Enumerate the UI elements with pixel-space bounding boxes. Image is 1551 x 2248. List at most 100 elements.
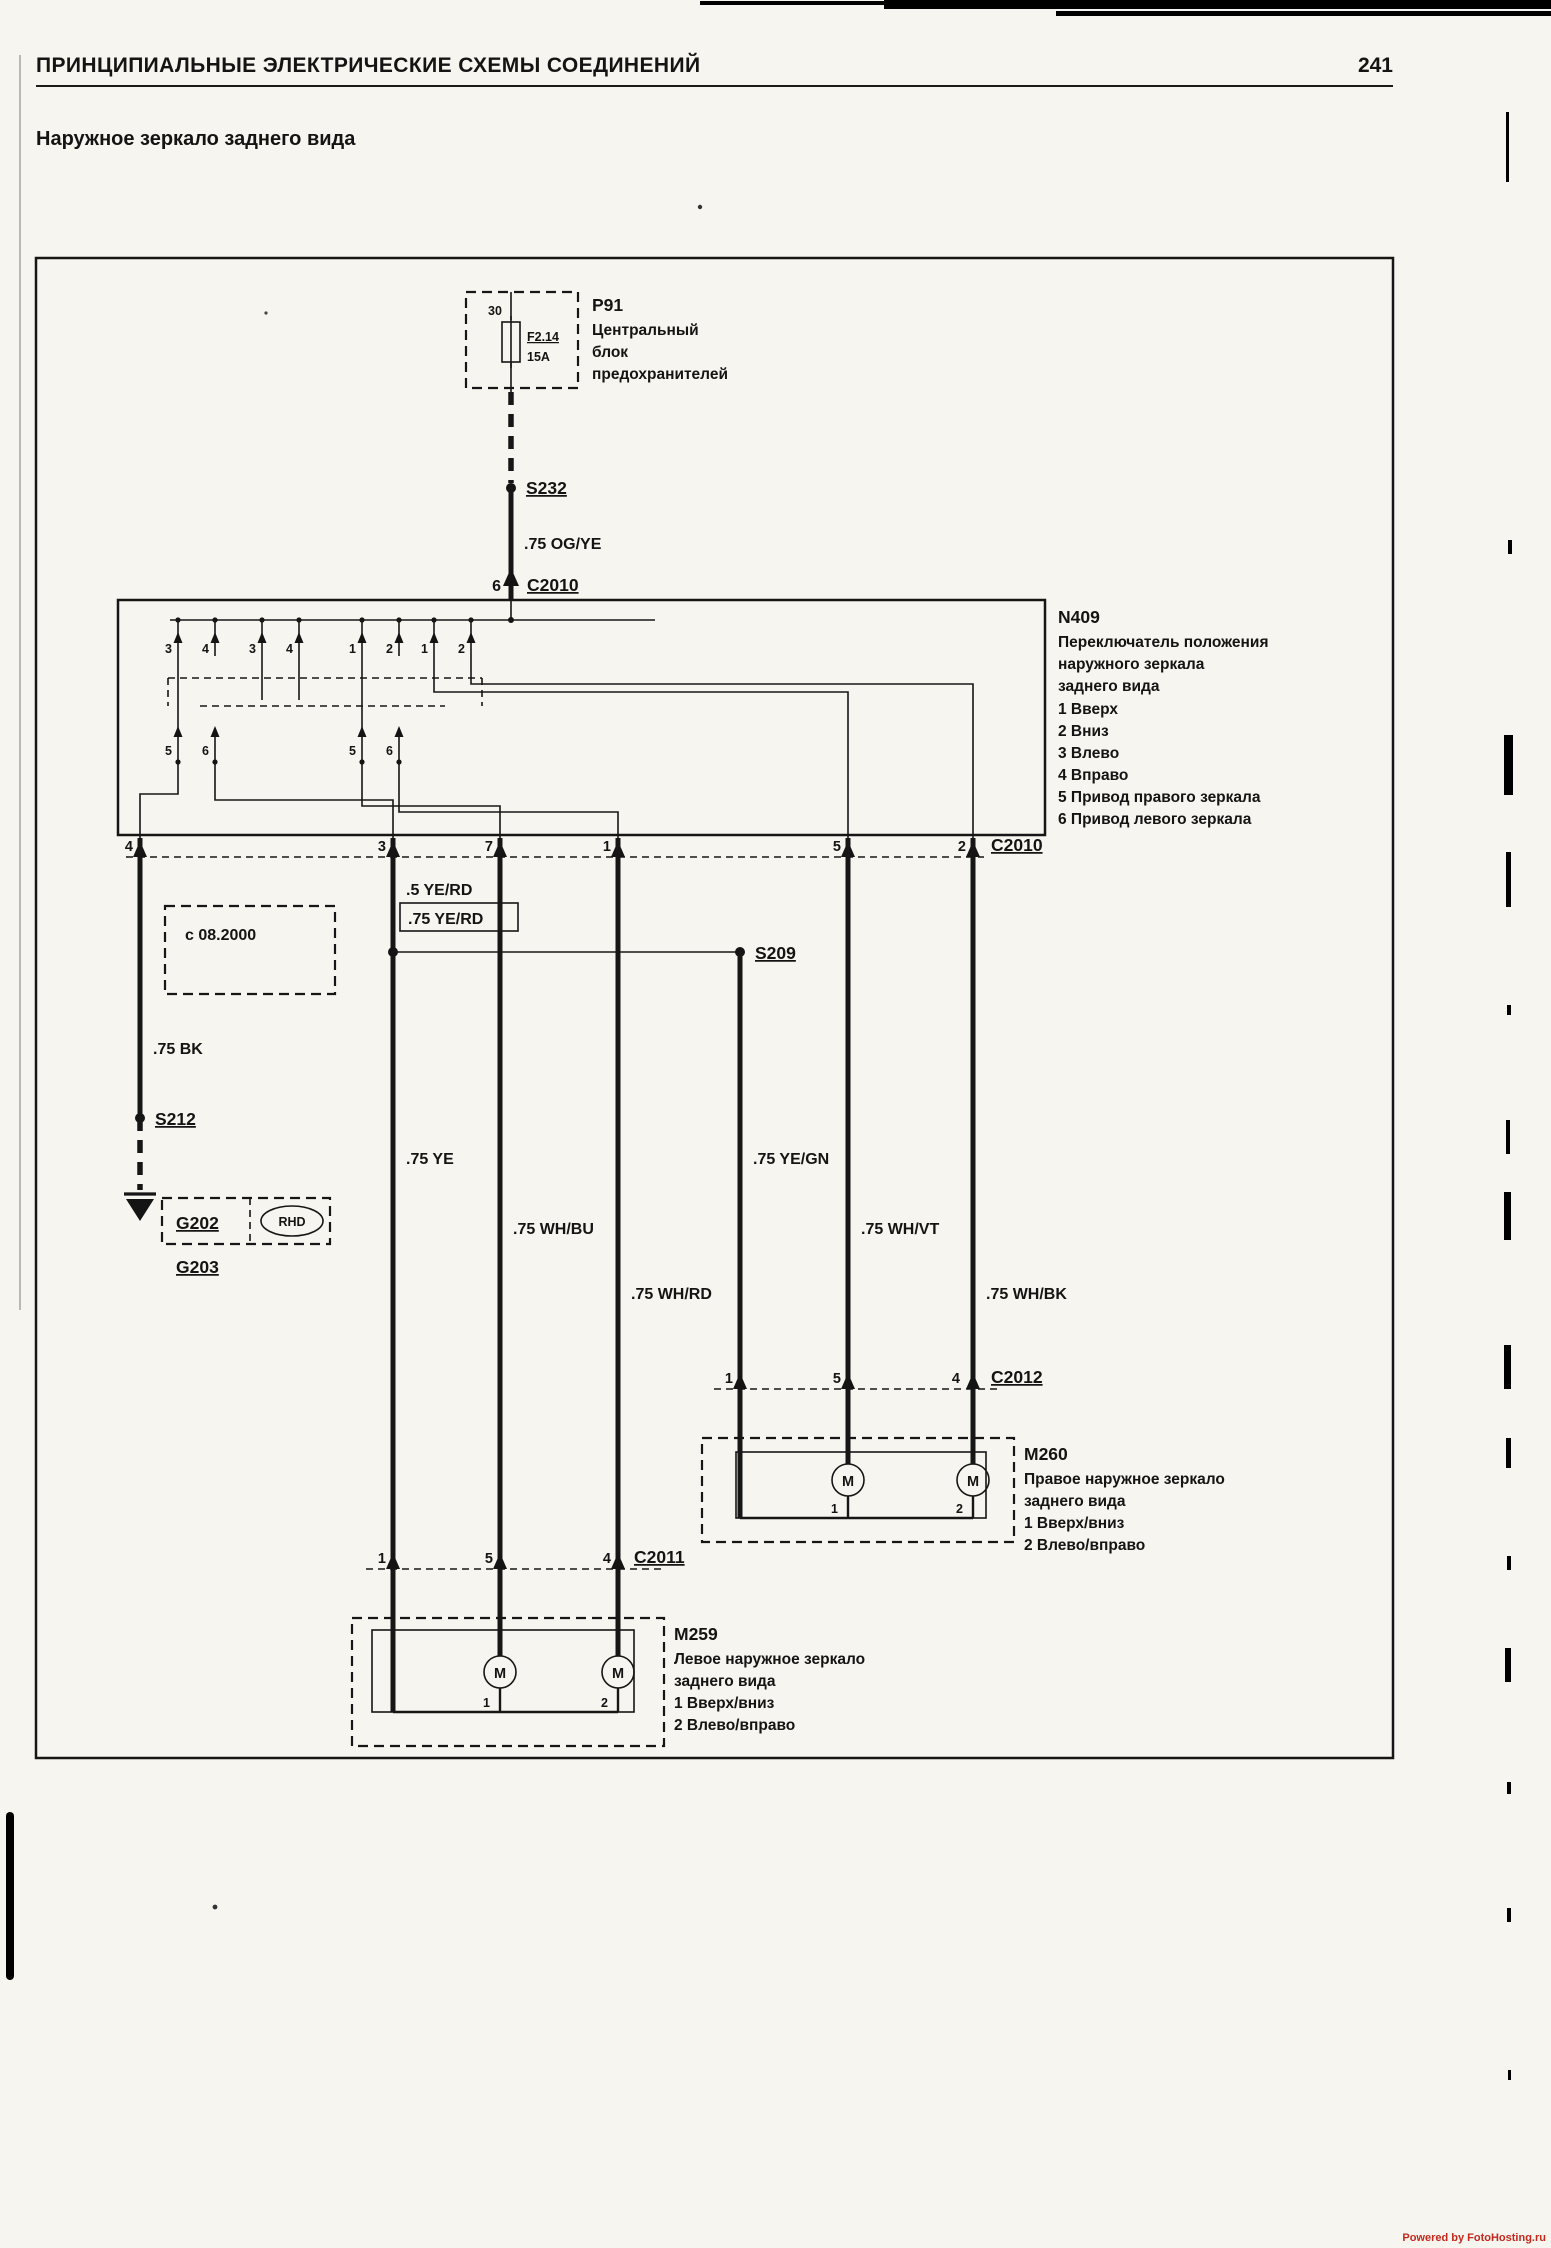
note-label: с 08.2000 <box>185 927 256 944</box>
wire-label-wh-bu: .75 WH/BU <box>513 1221 594 1238</box>
ground-triangle-icon <box>126 1199 154 1221</box>
scan-specks <box>212 204 703 1910</box>
ground-g202-g203: G202 RHD G203 <box>160 1196 332 1277</box>
switch-outline <box>116 598 1047 837</box>
switch-n409: 3 4 3 4 1 2 1 2 <box>116 598 1269 838</box>
connector-arrow-icon <box>966 1373 980 1389</box>
contact-arrow-icon <box>429 632 439 643</box>
c2010-top-pin: 6 <box>492 578 501 595</box>
mirror-legend-line: 1 Вверх/вниз <box>1024 1515 1125 1532</box>
contact-arrow-icon <box>173 726 183 737</box>
scan-artifact <box>1506 112 1509 182</box>
connector-pin-number: 1 <box>725 1371 733 1387</box>
connector-arrow-icon <box>611 1553 625 1569</box>
contact-pin-number: 3 <box>165 642 172 656</box>
mirror-desc-line: Левое наружное зеркало <box>674 1651 865 1668</box>
speck <box>697 204 703 210</box>
connector-arrow-icon <box>493 1553 507 1569</box>
contact-pin-number: 1 <box>421 642 428 656</box>
fuse-rating: 15A <box>527 350 550 364</box>
ground-g203-label: G203 <box>176 1257 219 1277</box>
connector-c2011-label: C2011 <box>634 1547 685 1567</box>
switch-legend-line: 4 Вправо <box>1058 767 1128 784</box>
connector-pin-number: 1 <box>603 839 611 855</box>
routing-line <box>398 762 619 838</box>
connector-arrow-icon <box>733 1373 747 1389</box>
scan-artifact <box>19 55 21 1310</box>
scan-artifact <box>1507 1908 1511 1922</box>
scan-artifact <box>1506 1120 1510 1154</box>
page-header-row: ПРИНЦИПИАЛЬНЫЕ ЭЛЕКТРИЧЕСКИЕ СХЕМЫ СОЕДИ… <box>36 54 1393 87</box>
wire-label-ye-gn: .75 YE/GN <box>753 1151 829 1168</box>
switch-top-contacts: 3 4 3 4 1 2 1 2 <box>165 617 476 656</box>
connector-pin-number: 4 <box>125 839 133 855</box>
page-header: ПРИНЦИПИАЛЬНЫЕ ЭЛЕКТРИЧЕСКИЕ СХЕМЫ СОЕДИ… <box>36 54 701 77</box>
connector-pin-number: 5 <box>485 1551 493 1567</box>
mirror-legend-line: 1 Вверх/вниз <box>674 1695 775 1712</box>
fuse-box-id: P91 <box>592 295 623 315</box>
scan-artifact <box>884 0 1551 9</box>
mirror-inner-box <box>735 1451 987 1519</box>
wire-label-og-ye: .75 OG/YE <box>524 536 602 553</box>
fuse-box-desc-line: Центральный <box>592 322 699 339</box>
contact-arrow-icon <box>357 726 367 737</box>
contact-pin-number: 6 <box>202 744 209 758</box>
connector-pin-number: 7 <box>485 839 493 855</box>
speck <box>264 311 268 315</box>
switch-legend-line: 3 Влево <box>1058 745 1119 762</box>
motor-pin-number: 1 <box>483 1696 490 1710</box>
switch-labels: N409 Переключатель положения наружного з… <box>1058 607 1269 828</box>
rhd-oval <box>260 1205 324 1237</box>
mirror-id: M260 <box>1024 1444 1068 1464</box>
splice-s209-label: S209 <box>755 943 796 963</box>
switch-internal-routing <box>139 656 974 838</box>
wire-label-ye-rd: .75 YE/RD <box>408 911 483 928</box>
connector-arrow-icon <box>503 568 519 586</box>
scan-artifact <box>1508 540 1512 554</box>
contact-pin-number: 1 <box>349 642 356 656</box>
fuse-name: F2.14 <box>527 330 559 344</box>
scan-artifact <box>1508 2070 1511 2080</box>
contact-arrow-icon <box>294 632 304 643</box>
switch-desc-line: наружного зеркала <box>1058 656 1205 673</box>
switch-desc-line: Переключатель положения <box>1058 634 1269 651</box>
scan-artifact <box>1505 1648 1511 1682</box>
scan-artifact <box>1504 735 1513 795</box>
splice-s232-label: S232 <box>526 478 567 498</box>
scan-artifact <box>1506 1438 1511 1468</box>
connector-arrow-icon <box>841 1373 855 1389</box>
motor-letter: M <box>494 1666 506 1682</box>
connector-pin-number: 4 <box>603 1551 611 1567</box>
routing-line <box>433 656 849 838</box>
motor-pin-number: 2 <box>956 1502 963 1516</box>
contact-pin-number: 2 <box>386 642 393 656</box>
contact-arrow-icon <box>357 632 367 643</box>
switch-legend-line: 5 Привод правого зеркала <box>1058 789 1261 806</box>
contact-pin-number: 6 <box>386 744 393 758</box>
scan-artifact <box>700 1 890 5</box>
ground-box <box>160 1196 332 1246</box>
scan-artifact <box>6 1812 14 1980</box>
scan-artifact <box>1504 1345 1511 1389</box>
contact-arrow-icon <box>210 632 220 643</box>
contact-arrow-icon <box>210 726 220 737</box>
connector-pin-number: 1 <box>378 1551 386 1567</box>
routing-line <box>470 656 974 838</box>
switch-legend-line: 6 Привод левого зеркала <box>1058 811 1252 828</box>
page-number: 241 <box>1357 54 1393 77</box>
diagram-frame <box>34 256 1395 1760</box>
connector-c2012: 1 5 4 C2012 <box>714 1367 1043 1390</box>
wire-label-wh-vt: .75 WH/VT <box>861 1221 939 1238</box>
mirror-outline <box>350 1616 666 1748</box>
switch-desc-line: заднего вида <box>1058 678 1160 695</box>
connector-pin-number: 5 <box>833 1371 841 1387</box>
mirror-legend-line: 2 Влево/вправо <box>674 1717 795 1734</box>
connector-arrow-icon <box>386 1553 400 1569</box>
contact-arrow-icon <box>394 632 404 643</box>
ground-symbol <box>124 1192 156 1221</box>
harness-wires: .75 BK S212 G202 RHD G203 с 08.2000 <box>124 838 1067 1569</box>
photo-hosting-watermark: Powered by FotoHosting.ru <box>1402 2232 1546 2244</box>
contact-arrow-icon <box>173 632 183 643</box>
